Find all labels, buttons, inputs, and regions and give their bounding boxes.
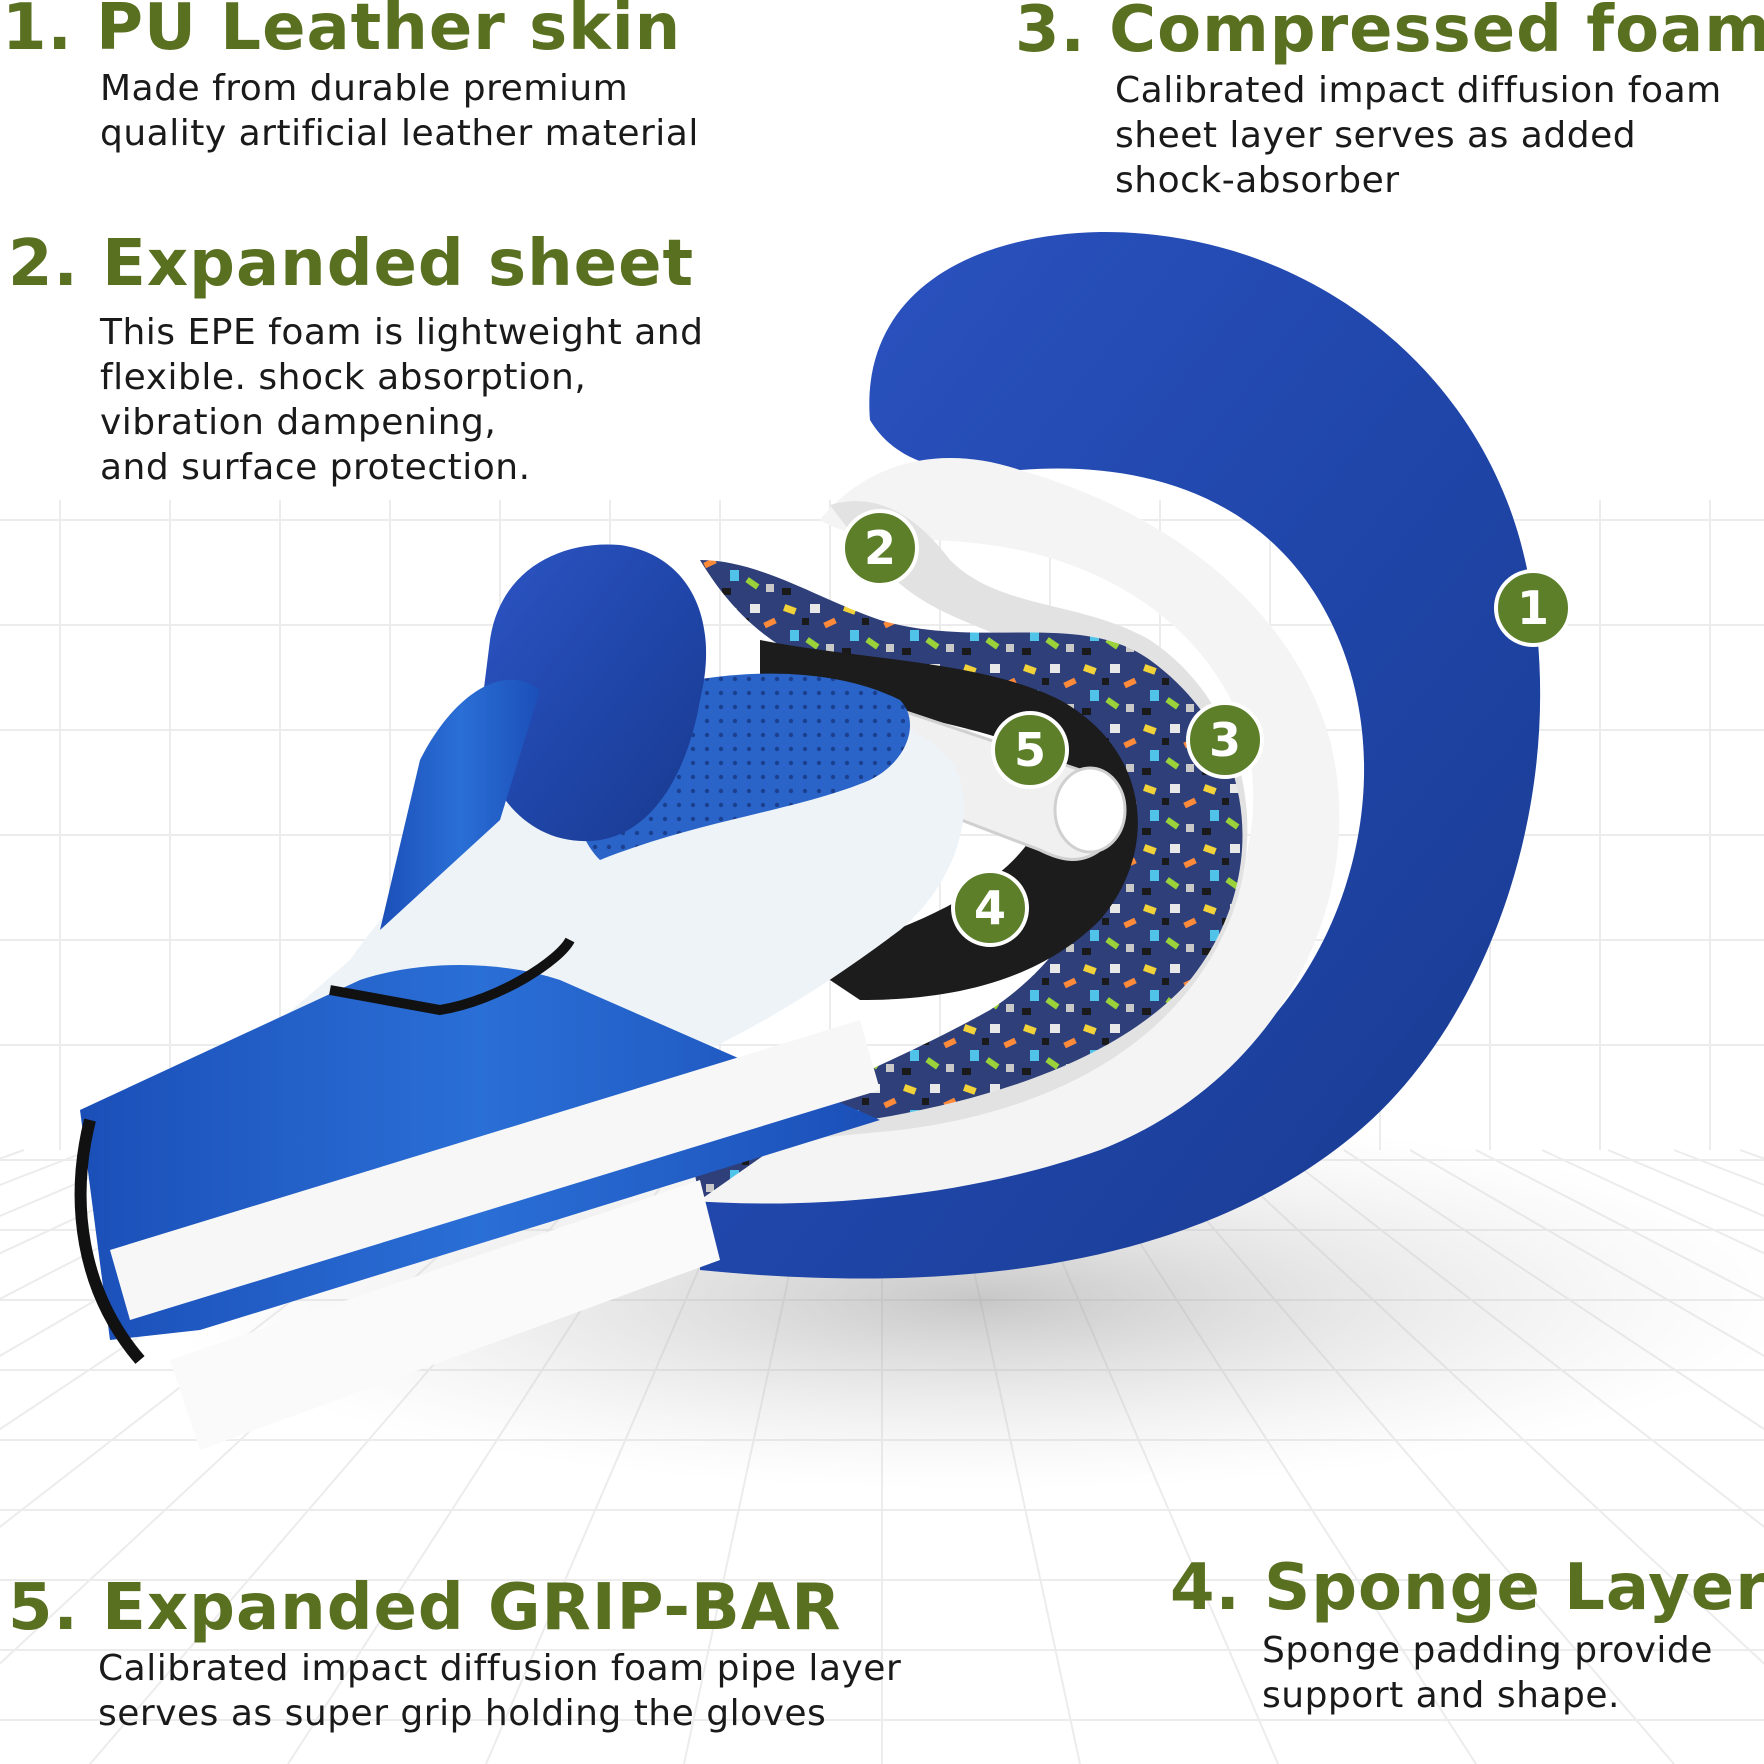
caption-pu-leather: 1. PU Leather skin Made from durable pre… [2, 0, 699, 156]
caption-4-title: 4. Sponge Layer [1170, 1551, 1764, 1625]
caption-2-title: 2. Expanded sheet [8, 227, 695, 301]
caption-expanded-sheet: 2. Expanded sheet This EPE foam is light… [8, 228, 703, 490]
caption-2-description: This EPE foam is lightweight and flexibl… [100, 312, 704, 488]
cuff-black-edge [74, 1118, 145, 1364]
caption-sponge-layer: 4. Sponge Layer Sponge padding provide s… [1170, 1552, 1764, 1718]
grid-line [0, 1149, 223, 1255]
velcro-strap-edge [329, 937, 575, 1016]
caption-5-title: 5. Expanded GRIP-BAR [8, 1571, 842, 1645]
cuff-lower-white [170, 1180, 720, 1450]
caption-3-description: Calibrated impact diffusion foam sheet l… [1115, 70, 1722, 201]
thumb [480, 544, 707, 842]
caption-1-description: Made from durable premium quality artifi… [100, 68, 699, 154]
caption-5-description: Calibrated impact diffusion foam pipe la… [98, 1648, 902, 1734]
marker-1-label: 1 [1517, 581, 1549, 635]
marker-3-label: 3 [1209, 713, 1241, 767]
compressed-foam-confetti [690, 560, 1243, 1200]
compressed-foam-outer [650, 458, 1340, 1204]
caption-grip-bar: 5. Expanded GRIP-BAR Calibrated impact d… [8, 1572, 901, 1736]
caption-1-title: 1. PU Leather skin [2, 0, 682, 65]
marker-3: 3 [1186, 701, 1264, 779]
marker-5-label: 5 [1014, 723, 1046, 777]
marker-1: 1 [1494, 569, 1572, 647]
caption-3-title: 3. Compressed foam [1015, 0, 1764, 67]
caption-4-description: Sponge padding provide support and shape… [1262, 1630, 1713, 1716]
wrist-upper-blue [380, 679, 540, 930]
marker-2-label: 2 [864, 521, 896, 575]
grip-bar-end [1053, 766, 1127, 854]
layer-markers: 1 2 3 4 5 [841, 509, 1572, 947]
marker-5: 5 [991, 711, 1069, 789]
marker-4-label: 4 [974, 881, 1006, 935]
marker-2: 2 [841, 509, 919, 587]
cuff-white-strip [110, 1020, 880, 1320]
pu-leather-shell [700, 231, 1541, 1279]
caption-compressed-foam: 3. Compressed foam Calibrated impact dif… [1015, 0, 1764, 203]
marker-4: 4 [951, 869, 1029, 947]
